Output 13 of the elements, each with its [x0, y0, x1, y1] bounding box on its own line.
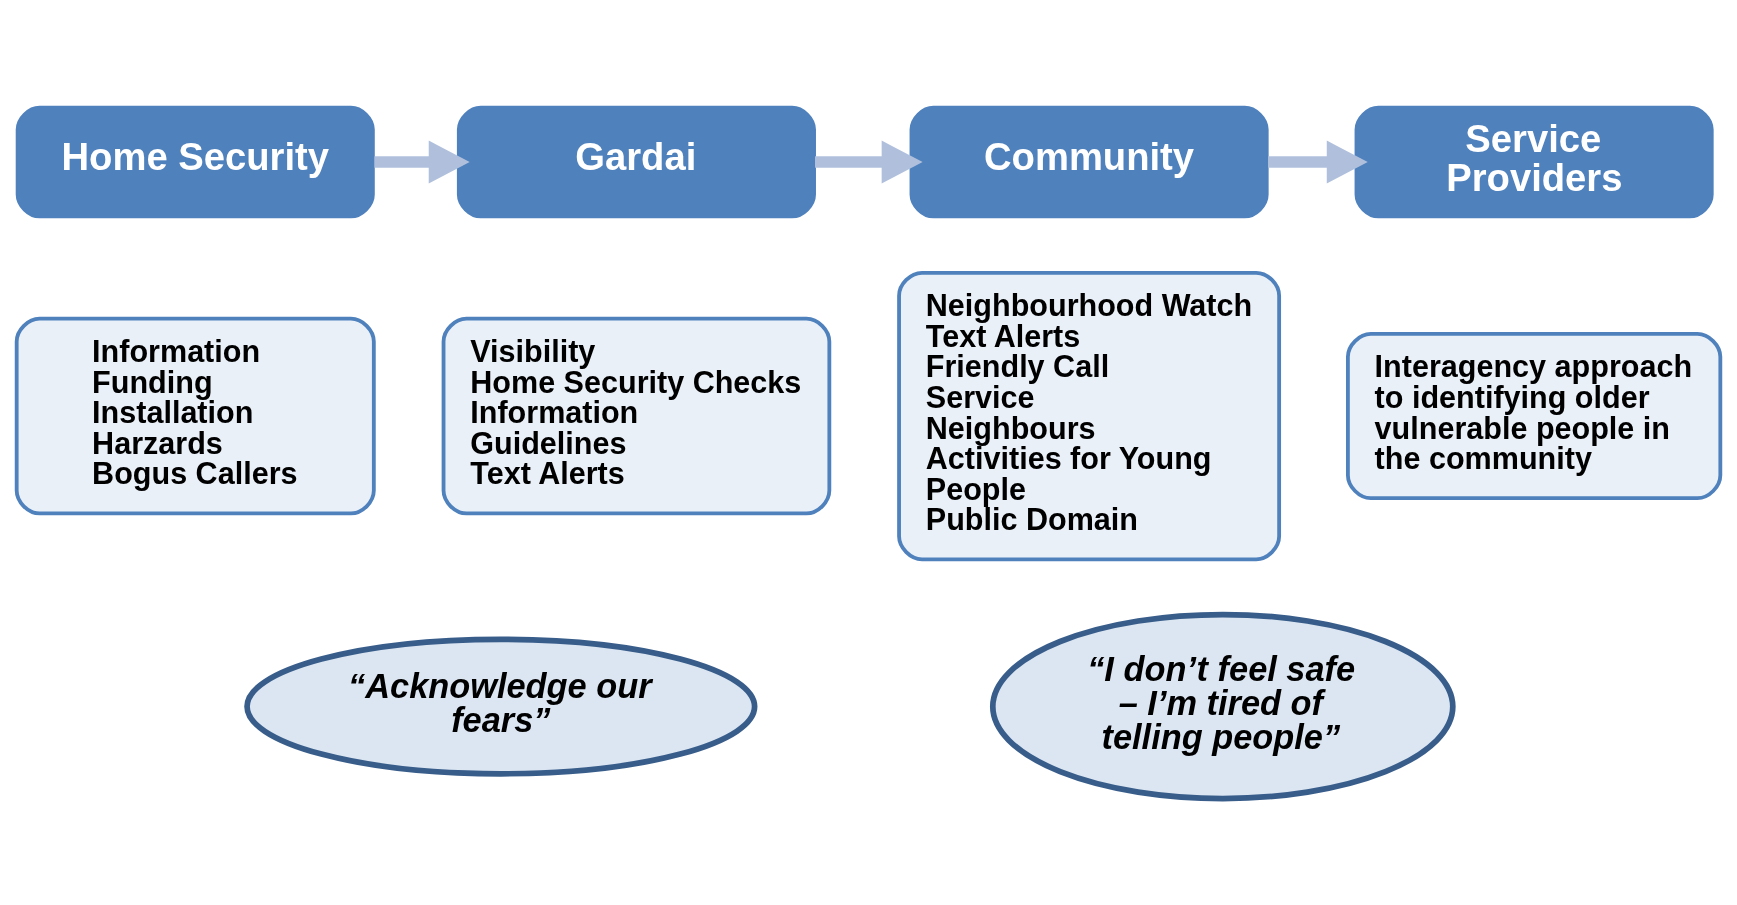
- node-box: Service Providers: [1354, 105, 1714, 219]
- node-box: Home Security: [15, 105, 375, 219]
- arrow: [374, 140, 470, 184]
- node-ellipse: “Acknowledge our fears”: [244, 636, 758, 777]
- arrow: [1268, 140, 1368, 184]
- node-box: Gardai: [456, 105, 816, 219]
- node-box: Visibility Home Security Checks Information Guidelines Text Alerts: [441, 316, 832, 516]
- arrow: [815, 140, 923, 184]
- node-box: Information Funding Installation Harzards Bogus Callers: [14, 316, 376, 516]
- node-box: Community: [909, 105, 1269, 219]
- node-ellipse: “I don’t feel safe – I’m tired of telling people”: [989, 611, 1456, 802]
- node-box: Interagency approach to identifying older vulnerable people in the community: [1346, 332, 1723, 501]
- node-box: Neighbourhood Watch Text Alerts Friendly Call Service Neighbours Activities for Young People Public Domain: [897, 270, 1282, 562]
